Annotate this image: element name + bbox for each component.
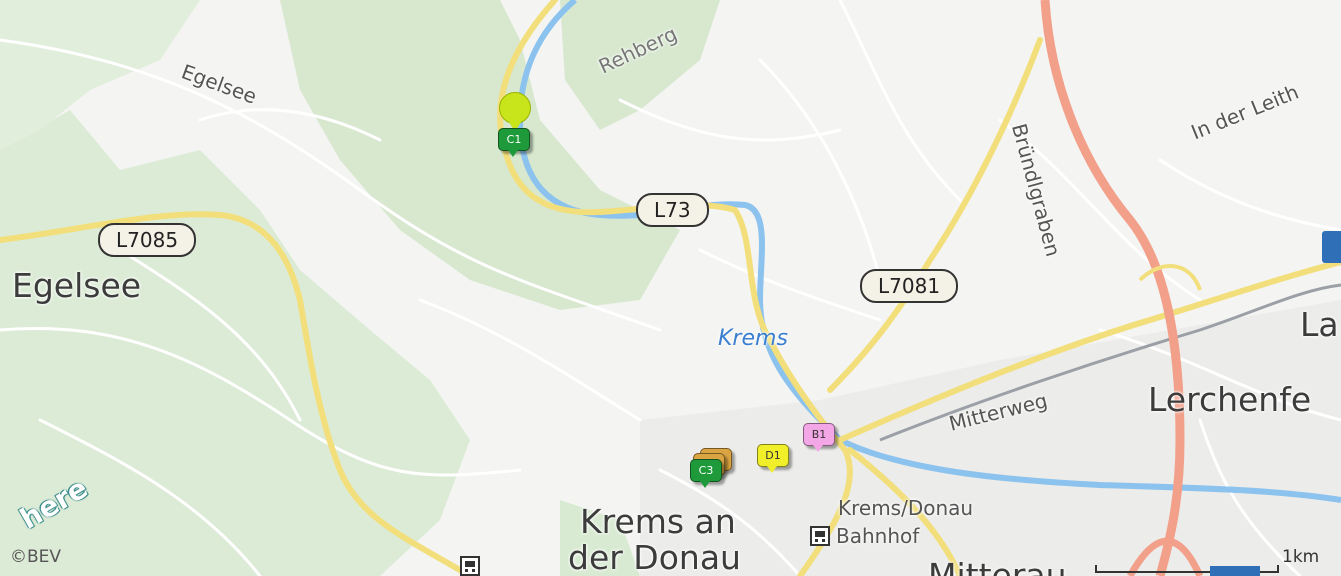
railway (879, 283, 1341, 442)
location-pin[interactable] (499, 92, 531, 132)
egelsee-town-label: Egelsee (12, 266, 142, 305)
scale-label: 1km (1282, 547, 1320, 567)
krems-town-label-1: Krems an (580, 502, 736, 541)
la-label: La (1300, 305, 1339, 344)
forest-area (0, 0, 200, 150)
motorway (1040, 0, 1185, 576)
road-l7085 (0, 211, 473, 576)
krems-river (516, 0, 1341, 503)
train-station-icon[interactable] (460, 556, 480, 576)
krems-town-label-2: der Donau (568, 538, 741, 576)
edge-road-badge (1210, 566, 1260, 576)
edge-road-badge (1322, 231, 1341, 263)
map-marker-c1[interactable]: C1 (498, 128, 530, 157)
forest-area (560, 0, 720, 130)
bahnhof-label-2: Bahnhof (836, 524, 920, 548)
copyright-text: ©BEV (10, 547, 62, 567)
forest-area (280, 0, 680, 310)
map-marker-c3[interactable]: C3 (690, 459, 722, 488)
road-mitterweg (837, 259, 1341, 443)
mitterau-label: Mitterau (928, 556, 1067, 576)
map-marker-b1[interactable]: B1 (803, 423, 835, 452)
motorway-ramp (1126, 537, 1204, 576)
lerchenfeld-label: Lerchenfe (1148, 380, 1312, 419)
bahnhof-label-1: Krems/Donau (838, 496, 974, 520)
road-shield-l7081: L7081 (860, 269, 959, 303)
road-south (847, 447, 963, 576)
urban-area (640, 300, 1341, 576)
krems-river-label: Krems (718, 326, 788, 351)
train-station-icon[interactable] (810, 526, 830, 546)
scale-bar (1095, 565, 1279, 573)
forest-area (560, 500, 640, 576)
motorway-ramp (1138, 264, 1202, 291)
map-marker-d1[interactable]: D1 (757, 444, 789, 473)
road-l7081 (827, 37, 1043, 393)
road-shield-l73: L73 (636, 193, 709, 227)
road-shield-l7085: L7085 (98, 223, 197, 257)
